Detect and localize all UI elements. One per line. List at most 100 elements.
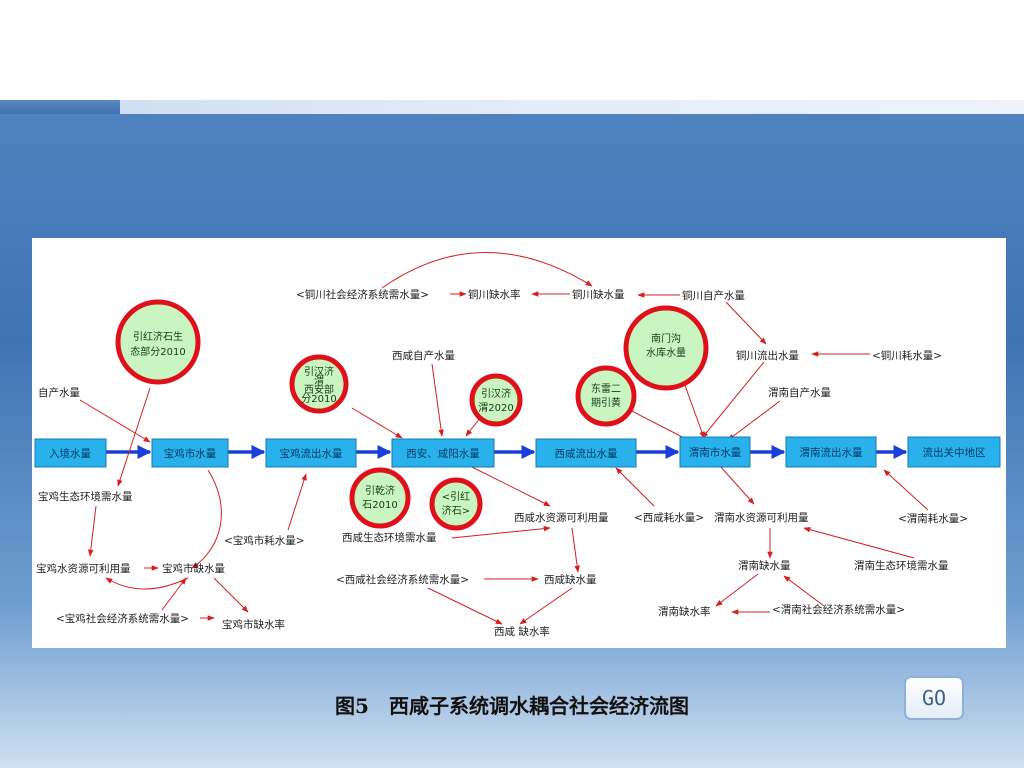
label-tongchuan-short: 铜川缺水量 [572,288,625,301]
svg-text:态部分2010: 态部分2010 [130,345,185,358]
label-xixian-demand: <西咸社会经济系统需水量> [336,573,469,586]
label-xixian-rate: 西咸 缺水率 [494,625,550,638]
link-arrow [469,465,551,507]
box-xian: 西安、咸阳水量 [391,438,495,468]
link-arrow [427,587,503,625]
svg-text:引乾济: 引乾济 [365,484,395,497]
box-label: 宝鸡市水量 [164,447,217,460]
box-label: 渭南流出水量 [800,446,863,459]
link-arrow [451,525,551,539]
link-arrow [161,577,187,611]
box-baoji-out: 宝鸡流出水量 [265,438,357,468]
link-arrow [719,465,755,505]
flow-diagram-canvas: 入境水量 宝鸡市水量 宝鸡流出水量 西安、咸阳水量 西咸流出水量 渭南市水量 渭… [34,252,1001,638]
link-arrow [79,399,151,443]
box-label: 西安、咸阳水量 [406,447,480,460]
causal-links [79,252,929,625]
label-weinan-demand: <渭南社会经济系统需水量> [772,603,905,616]
header-strip [0,100,1024,114]
figure-caption: 图5 西咸子系统调水耦合社会经济流图 [335,694,689,718]
svg-text:期引黄: 期引黄 [591,396,621,409]
link-arrow [117,387,151,487]
svg-text:引汉济: 引汉济 [481,387,511,400]
box-label: 流出关中地区 [923,446,986,459]
label-weinan-short: 渭南缺水量 [738,559,791,572]
svg-text:东雷二: 东雷二 [591,382,621,395]
link-arrow [287,473,307,531]
link-arrow [465,417,481,437]
link-arrow [431,363,444,437]
link-arrow [351,407,403,439]
go-button[interactable]: GO [904,676,964,720]
label-weinan-eco: 渭南生态环境需水量 [854,559,949,572]
box-label: 宝鸡流出水量 [280,447,343,460]
circle-yinhong-jishi-eco: 引红济石生 态部分2010 [115,299,201,385]
label-tongchuan-self: 铜川自产水量 [682,289,745,302]
label-baoji-short: 宝鸡市缺水量 [162,562,225,575]
slide-top-area [0,0,1024,100]
box-weinan-city: 渭南市水量 [679,436,751,468]
svg-text:分2010: 分2010 [301,393,336,405]
link-arrow [213,577,249,613]
link-arrow [803,526,915,559]
link-arrow [381,252,593,289]
label-xixian-avail: 西咸水资源可利用量 [514,511,609,524]
link-arrow [727,400,781,441]
circle-nanmengou-reservoir: 南门沟 水库水量 [623,305,709,391]
label-tongchuan-demand: <铜川社会经济系统需水量> [296,288,429,301]
svg-text:引汉济: 引汉济 [304,365,334,378]
label-baoji-avail: 宝鸡水资源可利用量 [36,562,131,575]
link-arrow [625,407,693,443]
link-arrow [87,505,97,557]
variable-labels: <铜川社会经济系统需水量> 铜川缺水率 铜川缺水量 铜川自产水量 铜川流出水量 … [36,288,968,638]
svg-text:引红济石生: 引红济石生 [133,330,183,343]
circle-yinhan-jiwei-xian: 引汉济 渭 西安部 分2010 [289,354,349,414]
box-baoji-city: 宝鸡市水量 [151,438,229,468]
flow-diagram: 入境水量 宝鸡市水量 宝鸡流出水量 西安、咸阳水量 西咸流出水量 渭南市水量 渭… [32,238,1006,648]
circle-yinhan-jiwei-2020: 引汉济 渭2020 [469,373,523,427]
label-self-produced: 自产水量 [38,386,80,399]
label-tongchuan-out: 铜川流出水量 [736,349,799,362]
link-arrow [725,301,767,345]
link-arrow [883,469,929,511]
box-rujing: 入境水量 [34,438,107,468]
label-weinan-avail: 渭南水资源可利用量 [714,511,809,524]
box-guanzhong: 流出关中地区 [907,436,1001,468]
label-xixian-eco: 西咸生态环境需水量 [342,531,437,544]
header-strip-accent [0,100,120,114]
svg-text:渭: 渭 [314,375,324,387]
label-tongchuan-rate: 铜川缺水率 [468,288,521,301]
box-label: 渭南市水量 [689,446,742,459]
link-arrow [105,577,189,590]
box-label: 西咸流出水量 [555,447,618,460]
svg-text:西安部: 西安部 [304,383,334,396]
box-weinan-out: 渭南流出水量 [785,436,877,468]
box-label: 入境水量 [49,447,91,460]
label-weinan-use: <渭南耗水量> [898,512,968,525]
svg-text:水库水量: 水库水量 [646,346,686,359]
label-baoji-use: <宝鸡市耗水量> [224,534,305,547]
label-weinan-self: 渭南自产水量 [768,386,831,399]
svg-text:南门沟: 南门沟 [651,332,681,345]
svg-text:<引红: <引红 [442,490,470,503]
label-xixian-short: 西咸缺水量 [544,573,597,586]
label-baoji-eco: 宝鸡生态环境需水量 [38,490,133,503]
label-baoji-rate: 宝鸡市缺水率 [222,618,285,631]
svg-text:济石>: 济石> [442,504,470,517]
svg-text:渭2020: 渭2020 [478,402,513,414]
link-arrow [701,361,765,439]
link-arrow [715,573,759,607]
link-arrow [191,469,222,569]
box-xixian-out: 西咸流出水量 [535,438,637,468]
label-tongchuan-use: <铜川耗水量> [872,350,942,362]
svg-text:石2010: 石2010 [362,500,397,511]
link-arrow [571,527,580,573]
label-xixian-self: 西咸自产水量 [392,349,455,362]
circle-yinhong-jishi-ref: <引红 济石> [429,477,483,531]
label-baoji-demand: <宝鸡社会经济系统需水量> [56,612,189,625]
link-arrow [783,575,825,607]
label-weinan-rate: 渭南缺水率 [658,605,711,618]
circle-donglei-yinhuang: 东雷二 期引黄 [575,365,637,427]
label-xixian-use: <西咸耗水量> [634,512,704,524]
circle-yinqian-jishi: 引乾济 石2010 [349,467,411,529]
